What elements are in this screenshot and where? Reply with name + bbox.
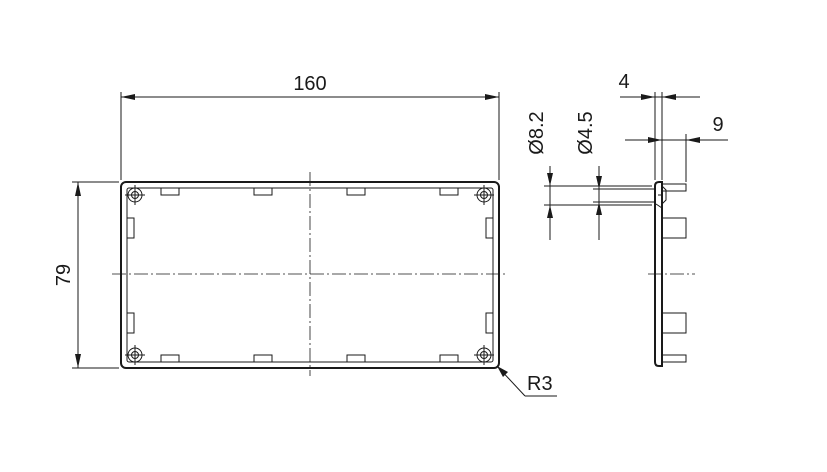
dimension-thickness: 4 [618, 71, 700, 180]
dimension-depth: 9 [625, 114, 728, 182]
depth-label: 9 [712, 114, 723, 136]
side-plate-body [654, 181, 663, 367]
thickness-label: 4 [618, 71, 629, 93]
outer-hole-label: Ø8.2 [526, 111, 548, 154]
side-clip-bottom [661, 354, 687, 363]
corner-hole-top-left [125, 185, 145, 205]
side-view [648, 181, 695, 367]
corner-hole-bottom-left [125, 345, 145, 365]
side-clip-mid-2 [661, 312, 687, 334]
radius-label: R3 [527, 373, 553, 395]
side-clip-mid-1 [661, 217, 687, 239]
dimension-width: 160 [120, 73, 500, 180]
dimension-outer-hole: Ø8.2 [526, 111, 553, 240]
height-label: 79 [53, 264, 75, 286]
top-clips [160, 187, 459, 196]
front-view [112, 172, 508, 376]
side-clip-top [661, 183, 687, 192]
right-clips [485, 217, 494, 334]
corner-hole-top-right [474, 185, 494, 205]
corner-hole-bottom-right [474, 345, 494, 365]
plate-outline [120, 181, 500, 369]
bottom-clips [160, 354, 459, 363]
dimension-radius: R3 [496, 365, 557, 397]
left-clips [126, 217, 135, 334]
hole-extension-lines [544, 185, 656, 206]
inner-hole-label: Ø4.5 [575, 111, 597, 154]
dimension-inner-hole: Ø4.5 [575, 111, 602, 240]
width-label: 160 [293, 73, 326, 95]
dimension-height: 79 [53, 181, 119, 369]
